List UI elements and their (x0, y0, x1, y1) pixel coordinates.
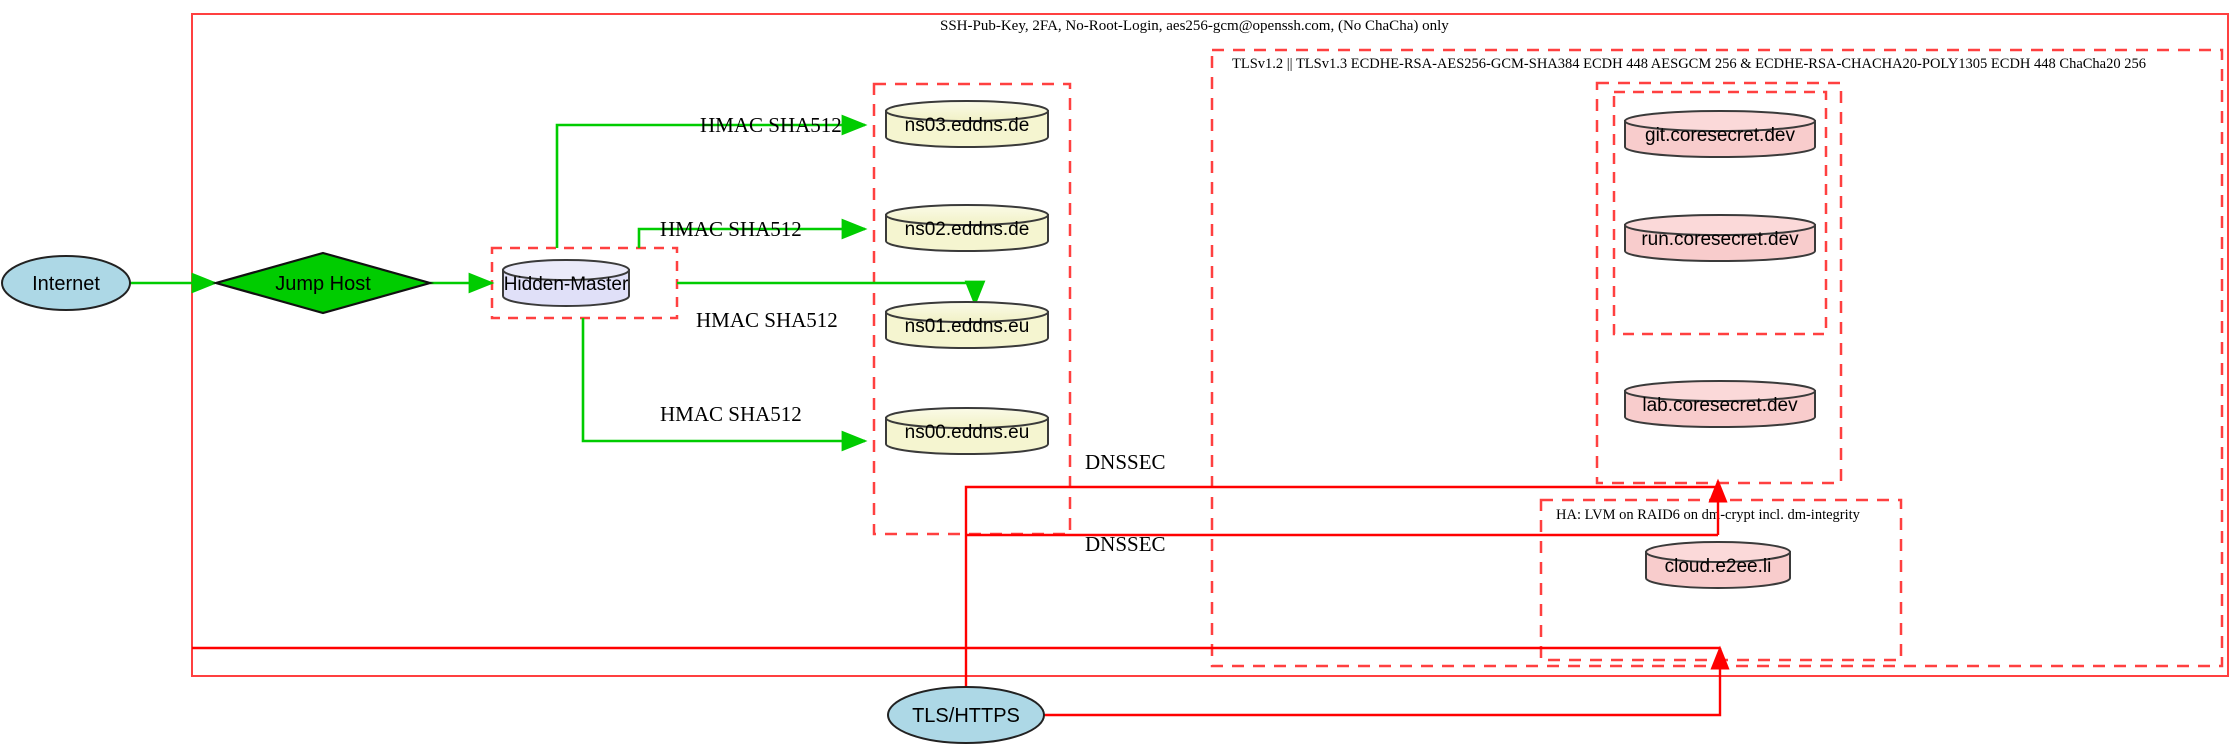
node-ns03-label: ns03.eddns.de (905, 115, 1030, 136)
ssh-outer-frame (191, 13, 2229, 677)
node-run-coresecret[interactable]: run.coresecret.dev (1624, 214, 1816, 262)
ha-cluster-label: HA: LVM on RAID6 on dm-crypt incl. dm-in… (1556, 507, 1861, 523)
node-ns02-label: ns02.eddns.de (905, 219, 1030, 240)
edge-label-hmac-ns01: HMAC SHA512 (696, 308, 838, 332)
edge-hm-ns00 (581, 318, 868, 452)
node-ns00-label: ns00.eddns.eu (905, 422, 1030, 443)
node-ns03[interactable]: ns03.eddns.de (885, 100, 1049, 148)
node-git-label: git.coresecret.dev (1645, 125, 1795, 146)
node-ns01[interactable]: ns01.eddns.eu (885, 301, 1049, 349)
node-lab-coresecret[interactable]: lab.coresecret.dev (1624, 380, 1816, 428)
node-lab-label: lab.coresecret.dev (1642, 395, 1798, 416)
node-git-coresecret[interactable]: git.coresecret.dev (1624, 110, 1816, 158)
edge-tlshttps-ha (1030, 645, 1730, 717)
edge-hm-ns03 (555, 114, 868, 248)
edge-hm-ns01 (677, 280, 986, 307)
node-jump-host-label: Jump Host (275, 273, 371, 295)
tls-cluster-label: TLSv1.2 || TLSv1.3 ECDHE-RSA-AES256-GCM-… (1232, 56, 2146, 72)
edge-tlshttps-coresecret (964, 478, 1728, 712)
node-ns01-label: ns01.eddns.eu (905, 316, 1030, 337)
node-hidden-master-label: Hidden-Master (504, 274, 629, 295)
node-internet[interactable]: Internet (1, 255, 131, 311)
edge-label-hmac-ns03: HMAC SHA512 (700, 113, 842, 137)
edge-label-dnssec-lower: DNSSEC (1085, 532, 1166, 556)
edge-label-dnssec-upper: DNSSEC (1085, 450, 1166, 474)
edge-label-hmac-ns00: HMAC SHA512 (660, 402, 802, 426)
ssh-frame-label: SSH-Pub-Key, 2FA, No-Root-Login, aes256-… (940, 18, 1449, 34)
node-tls-https[interactable]: TLS/HTTPS (887, 686, 1045, 744)
gitrun-cluster-frame (1612, 90, 1828, 336)
node-tls-https-label: TLS/HTTPS (912, 705, 1020, 727)
node-cloud-e2ee[interactable]: cloud.e2ee.li (1645, 541, 1791, 589)
edge-hm-ns02 (637, 218, 868, 248)
node-jump-host[interactable]: Jump Host (211, 251, 435, 315)
node-ns00[interactable]: ns00.eddns.eu (885, 407, 1049, 455)
node-run-label: run.coresecret.dev (1641, 229, 1799, 250)
node-cloud-label: cloud.e2ee.li (1665, 556, 1772, 577)
node-hidden-master[interactable]: Hidden-Master (502, 259, 630, 307)
edge-label-hmac-ns02: HMAC SHA512 (660, 217, 802, 241)
node-ns02[interactable]: ns02.eddns.de (885, 204, 1049, 252)
node-internet-label: Internet (32, 273, 100, 295)
